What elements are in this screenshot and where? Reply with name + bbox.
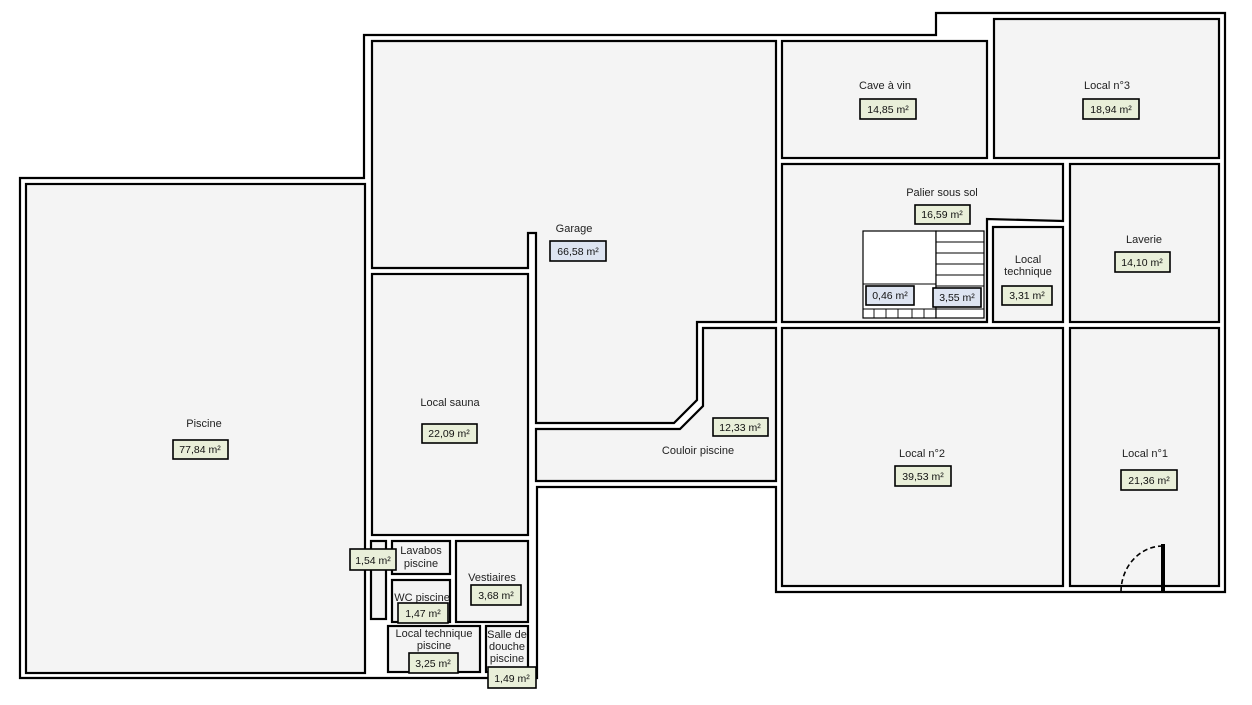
svg-text:14,85 m²: 14,85 m² <box>867 104 909 116</box>
area-label: 39,53 m² <box>894 465 952 487</box>
area-label: 14,10 m² <box>1114 251 1171 273</box>
area-label: 0,46 m² <box>865 285 915 306</box>
svg-text:1,49 m²: 1,49 m² <box>494 673 530 685</box>
room-name: piscine <box>404 558 438 570</box>
area-label: 3,25 m² <box>408 652 459 674</box>
room-name: Salle de <box>487 629 527 641</box>
svg-text:77,84 m²: 77,84 m² <box>179 444 221 456</box>
room-name: Local n°3 <box>1084 80 1130 92</box>
area-label: 1,54 m² <box>349 548 397 571</box>
svg-text:1,54 m²: 1,54 m² <box>355 555 391 567</box>
room-local-sauna[interactable] <box>370 272 530 537</box>
area-label: 1,47 m² <box>397 602 449 624</box>
room-name: Lavabos <box>400 545 442 557</box>
room-name: Palier sous sol <box>906 187 978 199</box>
room-name: Local technique <box>395 628 472 640</box>
room-name: technique <box>1004 266 1052 278</box>
room-name: Couloir piscine <box>662 445 734 457</box>
room-local-3[interactable] <box>992 17 1221 160</box>
area-label: 16,59 m² <box>914 204 971 225</box>
room-local-2[interactable] <box>780 326 1065 588</box>
room-local-1[interactable] <box>1068 326 1221 588</box>
area-label: 3,68 m² <box>470 584 522 606</box>
svg-text:3,25 m²: 3,25 m² <box>415 658 451 670</box>
room-name: Laverie <box>1126 234 1162 246</box>
svg-text:66,58 m²: 66,58 m² <box>557 246 599 258</box>
room-name: Local n°2 <box>899 448 945 460</box>
door-swing <box>1120 544 1165 593</box>
svg-text:14,10 m²: 14,10 m² <box>1121 257 1163 269</box>
area-label: 3,31 m² <box>1001 285 1053 306</box>
room-couloir-piscine[interactable] <box>534 326 778 483</box>
room-name: Piscine <box>186 418 221 430</box>
svg-text:1,47 m²: 1,47 m² <box>405 608 441 620</box>
room-name: Local <box>1015 254 1041 266</box>
room-name: Local sauna <box>420 397 480 409</box>
outer-wall <box>18 11 1227 680</box>
room-name: Garage <box>556 223 593 235</box>
area-label: 12,33 m² <box>712 417 769 437</box>
area-label: 3,55 m² <box>932 287 982 308</box>
room-name: Vestiaires <box>468 572 516 584</box>
room-garage[interactable] <box>370 39 778 425</box>
area-label: 77,84 m² <box>172 439 229 460</box>
room-name: douche <box>489 641 525 653</box>
area-label: 22,09 m² <box>421 423 478 444</box>
svg-text:22,09 m²: 22,09 m² <box>428 428 470 440</box>
room-name: piscine <box>417 640 451 652</box>
room-name: piscine <box>490 653 524 665</box>
svg-text:12,33 m²: 12,33 m² <box>719 422 761 434</box>
room-piscine[interactable] <box>24 182 367 675</box>
room-vestiaires[interactable] <box>454 539 530 624</box>
svg-text:16,59 m²: 16,59 m² <box>921 209 963 221</box>
svg-text:3,68 m²: 3,68 m² <box>478 590 514 602</box>
room-local-technique[interactable] <box>991 225 1065 324</box>
svg-text:3,31 m²: 3,31 m² <box>1009 290 1045 302</box>
svg-text:3,55 m²: 3,55 m² <box>939 292 975 304</box>
svg-text:0,46 m²: 0,46 m² <box>872 290 908 302</box>
room-name: Cave à vin <box>859 80 911 92</box>
room-lavabos-piscine[interactable] <box>390 539 452 576</box>
svg-text:21,36 m²: 21,36 m² <box>1128 475 1170 487</box>
area-label: 14,85 m² <box>859 98 917 120</box>
svg-text:18,94 m²: 18,94 m² <box>1090 104 1132 116</box>
area-label: 18,94 m² <box>1082 98 1140 120</box>
room-name: Local n°1 <box>1122 448 1168 460</box>
svg-text:39,53 m²: 39,53 m² <box>902 471 944 483</box>
area-label: 66,58 m² <box>549 240 607 262</box>
area-label: 1,49 m² <box>487 666 537 689</box>
area-label: 21,36 m² <box>1120 469 1178 491</box>
room-name: WC piscine <box>394 592 450 604</box>
room-laverie[interactable] <box>1068 162 1221 324</box>
